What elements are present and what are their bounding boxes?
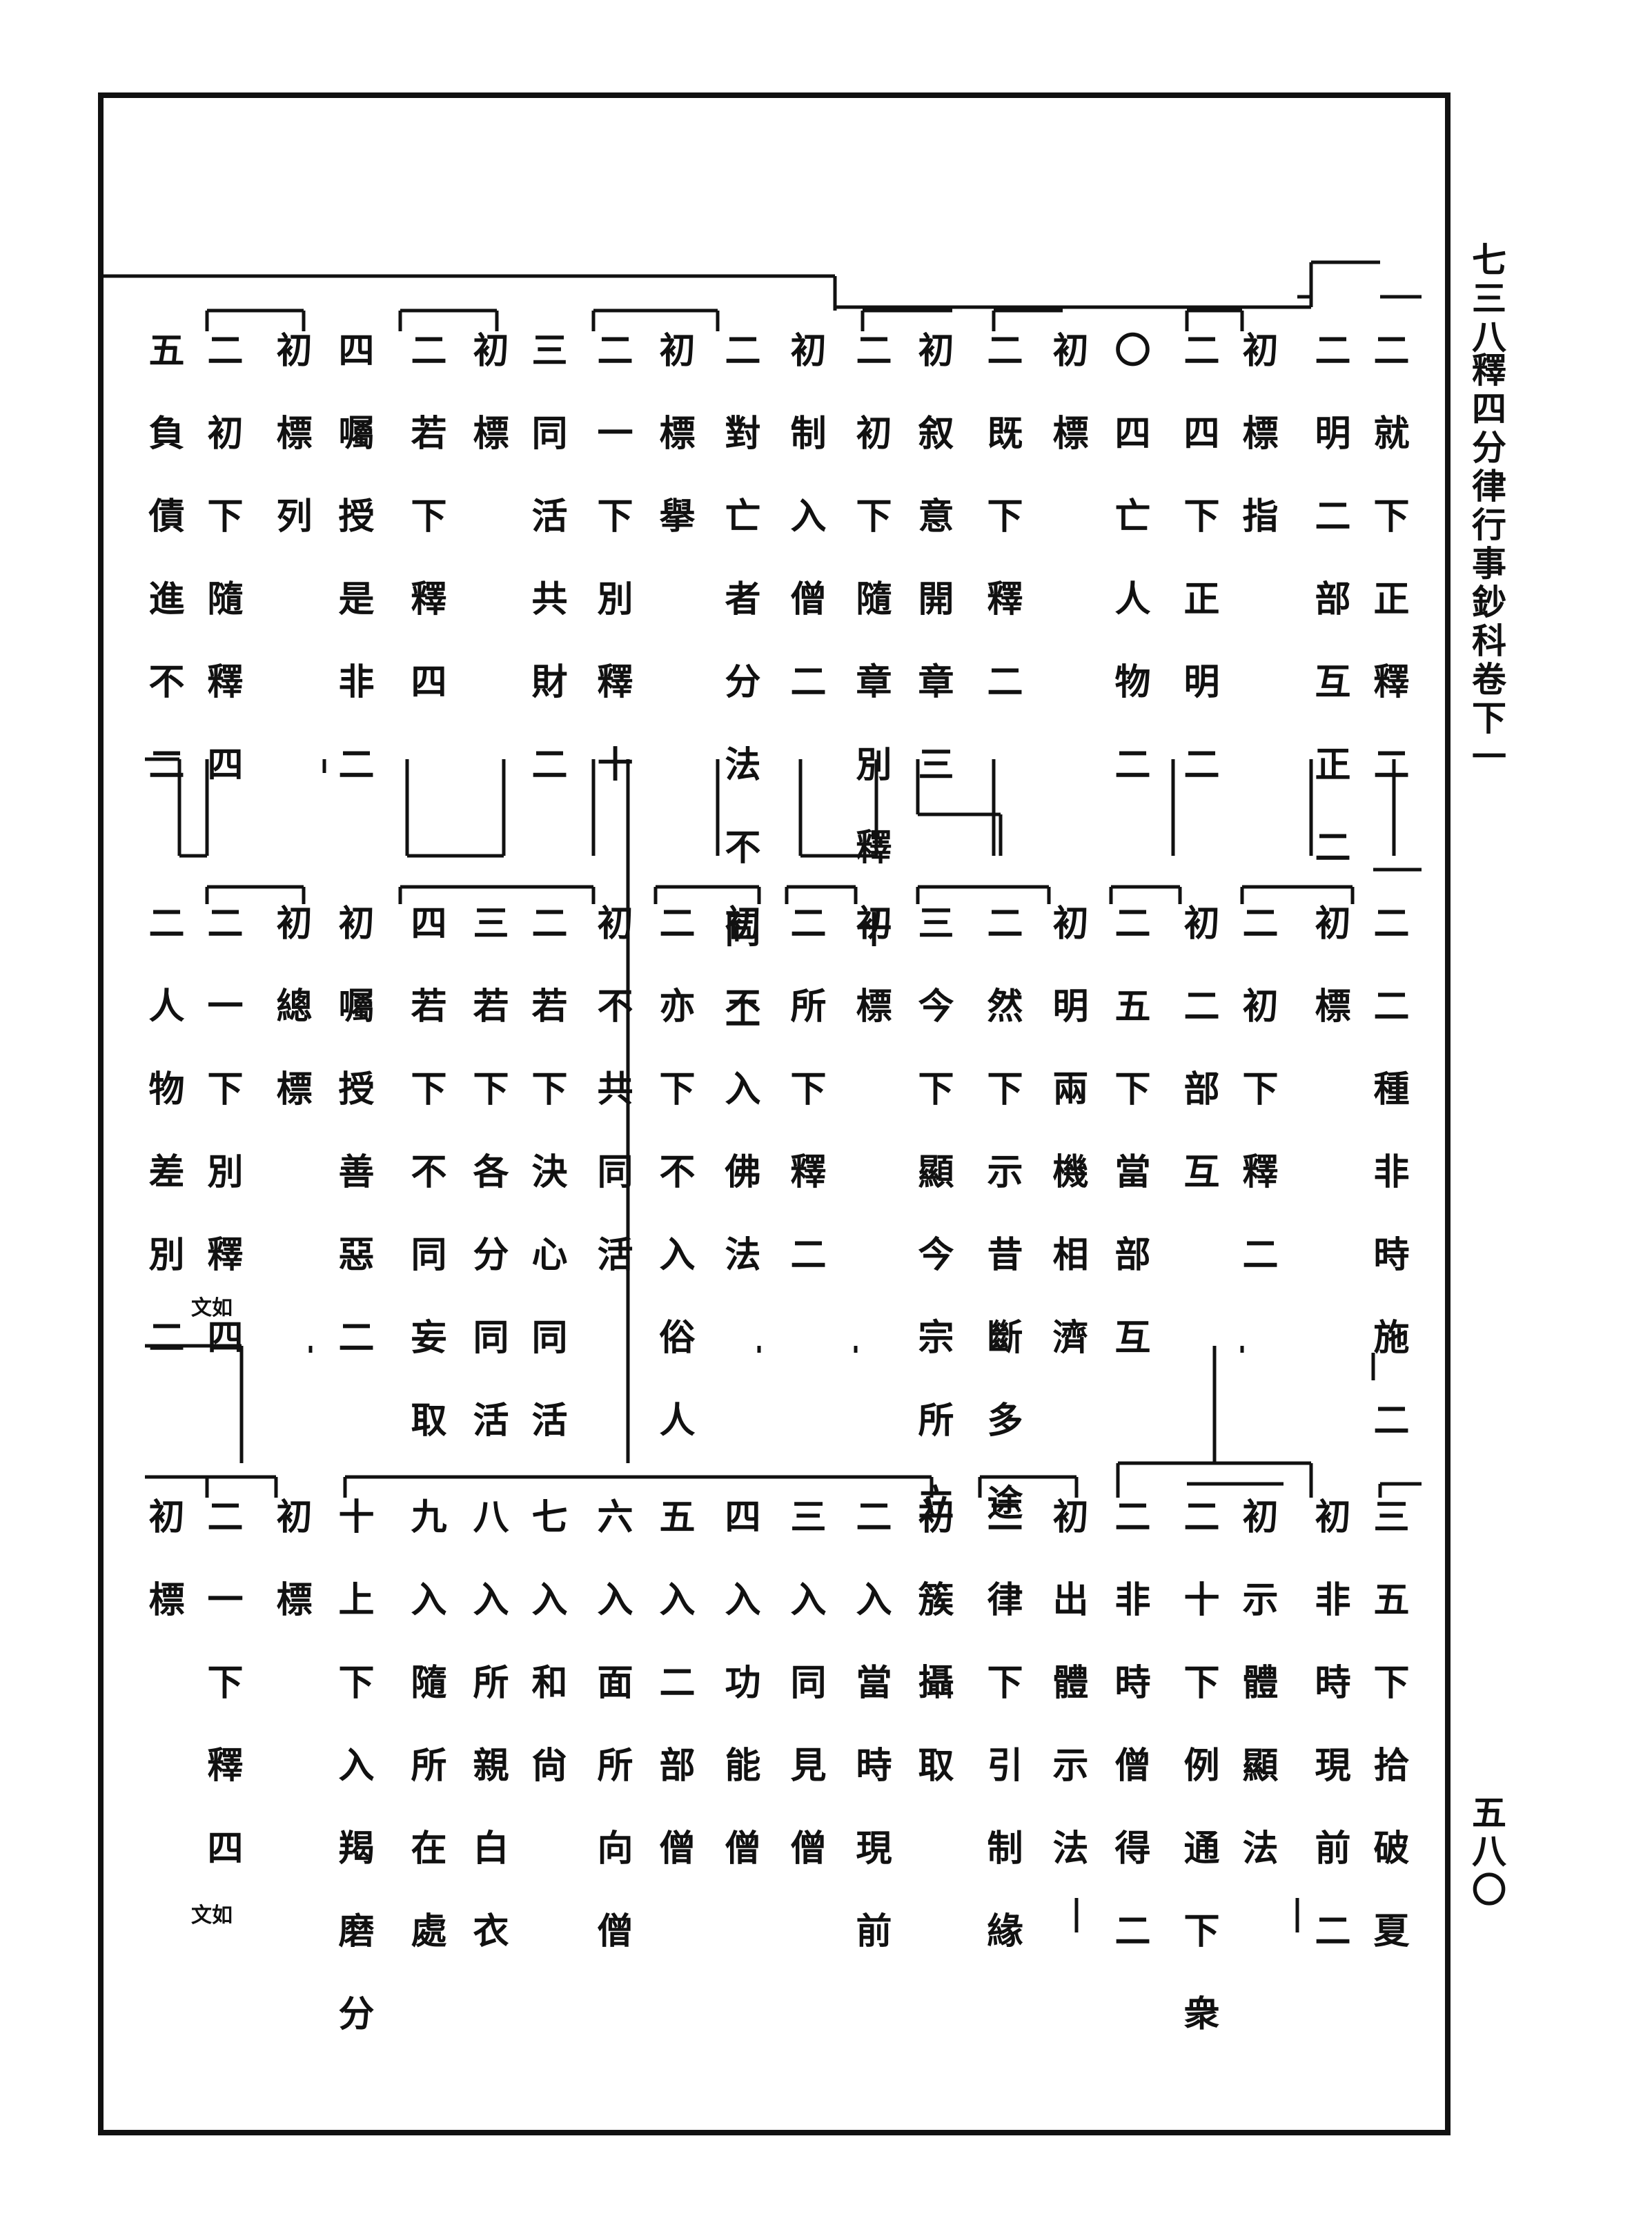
outline-entry: 初叙意開章三 [912,331,954,828]
folio-number: 五八〇 [1466,1794,1507,1910]
outline-entry: 二入當時現前 [849,1498,892,1995]
outline-entry: 初標指 [1236,331,1278,580]
outline-entry: 初囑授善惡二 [332,904,374,1401]
outline-entry: 初總標 [270,904,312,1153]
outline-entry: 二一下別釋十 [591,331,633,828]
outline-entry: 二初下隨釋四 [201,331,243,828]
outline-entry: 九入隨所在處 [404,1498,446,1995]
outline-entry: 二四下正明二 [1177,331,1219,828]
outline-entry: 初標 [466,331,509,497]
outline-entry: 初不入佛法 [718,904,760,1318]
outline-entry: 初簇攝取 [912,1498,954,1829]
outline-entry: 二若下決心同活 [525,904,567,1484]
outline-entry: 三今下顯今宗所立 [912,904,954,1567]
outline-entry: 三入同見僧 [784,1498,826,1912]
outline-entry: 初二部互 [1177,904,1219,1235]
outline-entry: 二初下釋二 [1236,904,1278,1318]
outline-entry: 二非時僧得二 [1108,1498,1150,1995]
outline-entry: 二就下正釋二 [1367,331,1409,828]
outline-entry: 五負債進不二 [142,331,184,828]
outline-entry: 〇四亡人物二 [1108,331,1150,828]
outline-entry: 二初下隨章別釋十 [849,331,892,994]
outline-entry: 三五下拾破夏 [1367,1498,1409,1995]
outline-entry: 三同活共財二 [525,331,567,828]
outline-entry: 初標 [849,904,892,1070]
outline-entry: 初出體示法 [1046,1498,1088,1912]
outline-entry: 四入功能僧 [718,1498,760,1912]
outline-entry: 初標 [1308,904,1350,1070]
outline-entry: 初標擧 [653,331,695,580]
outline-entry: 二若下釋四 [404,331,446,745]
outline-entry: 二所下釋二 [784,904,826,1318]
outline-entry: 二明二部互正二 [1308,331,1350,911]
outline-entry: 二然下示昔斷多途 [981,904,1023,1567]
annotation-note: 文如 [191,1903,233,1928]
outline-entry: 初標 [142,1498,184,1663]
page-border [98,92,1451,2135]
outline-entry: 初標 [1046,331,1088,497]
annotation-note: 文如 [191,1296,233,1320]
outline-entry: 二既下釋二 [981,331,1023,745]
outline-entry: 初非時現前二 [1308,1498,1350,1995]
outline-entry: 二一下釋四 [201,1498,243,1912]
outline-entry: 二十下例通下衆 [1177,1498,1219,2077]
outline-entry: 五入二部僧 [653,1498,695,1912]
outline-entry: 七入和尙 [525,1498,567,1829]
outline-entry: 十上下入羯磨分 [332,1498,374,2077]
outline-entry: 初標列 [270,331,312,580]
outline-entry: 二人物差別二 [142,904,184,1401]
outline-entry: 二律下引制緣 [981,1498,1023,1995]
outline-entry: 初制入僧二 [784,331,826,745]
outline-entry: 六入面所向僧 [591,1498,633,1995]
outline-entry: 初明兩機相濟 [1046,904,1088,1401]
outline-entry: 初標 [270,1498,312,1663]
outline-entry: 初不共同活 [591,904,633,1318]
outline-entry: 二五下當部互 [1108,904,1150,1401]
outline-entry: 二二種非時施二 [1367,904,1409,1484]
outline-entry: 二一下別釋四 [201,904,243,1401]
outline-entry: 四囑授是非二 [332,331,374,828]
outline-entry: 二亦下不入俗人 [653,904,695,1484]
outline-entry: 四若下不同妄取 [404,904,446,1484]
outline-entry: 二對亡者分法不同二 [718,331,760,1077]
outline-entry: 三若下各分同活 [466,904,509,1484]
outline-entry: 八入所親白衣 [466,1498,509,1995]
page-number: 七三八 [1466,242,1507,358]
outline-entry: 初示體顯法 [1236,1498,1278,1912]
running-title: 釋四分律行事鈔科卷下一 [1466,352,1507,777]
